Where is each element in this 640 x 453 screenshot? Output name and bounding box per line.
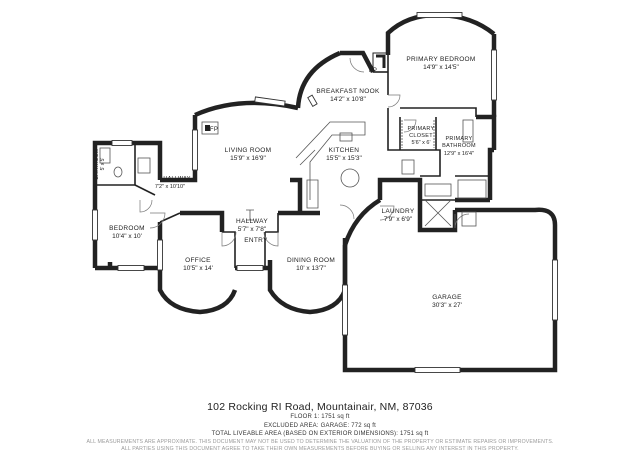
garage-dims: 30'3" x 27' [432,302,462,309]
hallway-left-name: HALLWAY [163,176,190,182]
breakfast-nook-dims: 14'2" x 10'8" [330,96,366,103]
fp-top-label: FP [369,68,377,74]
doors [139,57,470,247]
office-dims: 10'5" x 14' [183,265,213,272]
dining-room-name: DINING ROOM [287,257,335,264]
primary-bathroom-name: PRIMARY [445,136,472,142]
breakfast-nook-name: BREAKFAST NOOK [316,88,380,95]
laundry-dims: 7'9" x 6'9" [384,216,413,223]
garage-name: GARAGE [432,294,462,301]
primary-bathroom-name-line2: BATHROOM [442,143,476,149]
living-room-dims: 15'9" x 16'9" [230,155,266,162]
bedroom-dims: 10'4" x 10' [112,233,142,240]
primary-closet-dims: 5'6" x 6' [411,140,430,146]
entry-name: ENTRY [244,237,268,244]
excluded-area: EXCLUDED AREA: GARAGE: 772 sq ft [263,422,377,429]
bathroom-name: BATHROOM [94,149,100,180]
primary-bathroom-dims: 12'9" x 16'4" [444,151,474,157]
dining-room-dims: 10' x 13'7" [296,265,326,272]
property-address: 102 Rocking RI Road, Mountainair, NM, 87… [207,401,433,413]
primary-closet-name: PRIMARY [407,126,434,132]
windows [92,12,558,373]
hallway-center-name: HALLWAY [236,218,268,225]
interior-walls [95,55,490,268]
hallway-center-dims: 5'7" x 7'8" [238,226,267,233]
room-labels: PRIMARY BEDROOM 14'9" x 14'5" FP BREAKFA… [94,56,476,309]
kitchen-name: KITCHEN [329,147,360,154]
disclaimer-line-2: ALL PARTIES USING THIS DOCUMENT AGREE TO… [121,445,519,452]
primary-closet-name-line2: CLOSET [409,133,433,139]
floor-plan: PRIMARY BEDROOM 14'9" x 14'5" FP BREAKFA… [92,12,558,373]
kitchen-dims: 15'5" x 15'3" [326,155,362,162]
total-area: TOTAL LIVEABLE AREA (BASED ON EXTERIOR D… [211,431,429,437]
plan-footer: 102 Rocking RI Road, Mountainair, NM, 87… [0,398,640,453]
primary-bedroom-name: PRIMARY BEDROOM [406,56,475,63]
bedroom-name: BEDROOM [109,225,145,232]
fp-living-label: FP [210,127,218,133]
fixtures [99,52,487,227]
office-name: OFFICE [185,257,211,264]
hallway-left-dims: 7'2" x 10'10" [155,184,185,190]
floor-area: FLOOR 1: 1751 sq ft [290,414,350,420]
laundry-name: LAUNDRY [381,208,414,215]
disclaimer-line-1: ALL MEASUREMENTS ARE APPROXIMATE. THIS D… [86,438,554,445]
primary-bedroom-dims: 14'9" x 14'5" [423,64,459,71]
bathroom-dims: 5' x 5' [100,158,106,171]
living-room-name: LIVING ROOM [225,147,272,154]
